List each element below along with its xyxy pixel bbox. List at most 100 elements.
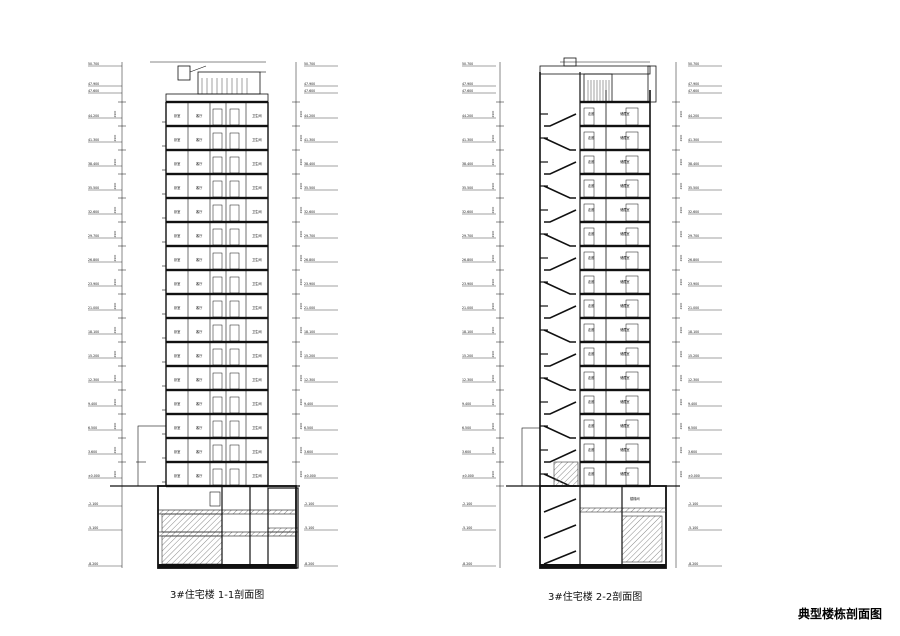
section2-right-elev-label: -8.200 xyxy=(688,562,698,566)
section2-stair-flight xyxy=(544,305,577,319)
section2-door xyxy=(583,227,595,246)
section2-door xyxy=(583,299,595,318)
section1-right-elev-label: 3.600 xyxy=(304,450,313,454)
section1-right-elev-label: 47.600 xyxy=(304,89,315,93)
section2-right-elev-label: -2.100 xyxy=(688,502,698,506)
section1-room-label: 客厅 xyxy=(196,185,203,190)
section2-roof-parapet xyxy=(539,65,651,75)
section2-left-dim-text: 2900 xyxy=(491,326,495,333)
section1-door xyxy=(229,444,240,462)
section2-left-elev-label: 21.000 xyxy=(462,306,473,310)
section2-stair-flight xyxy=(543,377,576,391)
section2-left-elev-label: 38.400 xyxy=(462,162,473,166)
section1-door xyxy=(229,420,240,438)
section2-left-dim-text: 2900 xyxy=(491,350,495,357)
section1-right-dim-text: 2900 xyxy=(299,182,303,189)
section2-room-label: 储藏室 xyxy=(620,471,630,476)
section1-room-label: 卫生间 xyxy=(252,401,262,406)
section1-door xyxy=(212,324,223,342)
section2-room-label: 走廊 xyxy=(588,303,595,308)
section1-left-elev-label: 6.500 xyxy=(88,426,97,430)
section2-door xyxy=(583,155,595,174)
section2-stair-flight xyxy=(543,233,576,247)
section1-room-label: 客厅 xyxy=(196,305,203,310)
section1-right-dim-text: 2900 xyxy=(299,422,303,429)
section2-room-label: 储藏室 xyxy=(620,135,630,140)
section2-right-elev-label: ±0.000 xyxy=(688,474,700,478)
section1-right-elev-label: 6.500 xyxy=(304,426,313,430)
section1-left-dim-text: 2900 xyxy=(113,350,117,357)
section1-room-label: 客厅 xyxy=(196,449,203,454)
section2-room-label: 储藏室 xyxy=(620,231,630,236)
section2-door xyxy=(625,299,639,318)
section1-room-label: 客厅 xyxy=(196,281,203,286)
section1-left-elev-label: 32.600 xyxy=(88,210,99,214)
section1-room-label: 卫生间 xyxy=(252,161,262,166)
section1-door xyxy=(229,180,240,198)
section1-right-elev-label: 9.400 xyxy=(304,402,313,406)
section1-right-elev-label: 15.200 xyxy=(304,354,315,358)
section1-floor-slab xyxy=(166,316,268,320)
section2-door xyxy=(625,443,639,462)
section1-door xyxy=(212,132,223,150)
section2-door xyxy=(583,347,595,366)
section1-door xyxy=(212,468,223,486)
section2-left-dim-text: 2900 xyxy=(491,278,495,285)
section2-door xyxy=(583,419,595,438)
section1-left-dim-text: 2900 xyxy=(113,374,117,381)
section2-room-label: 储藏室 xyxy=(620,111,630,116)
section2-floor-slab xyxy=(580,340,650,344)
section2-room-label: 储藏室 xyxy=(620,423,630,428)
section1-room-label: 卧室 xyxy=(174,161,180,166)
section1-left-elev-label: 3.600 xyxy=(88,450,97,454)
section2-basement-stair xyxy=(543,550,577,565)
section1-room-label: 卫生间 xyxy=(252,329,262,334)
section1-room-label: 卧室 xyxy=(174,353,180,358)
section2-room-label: 走廊 xyxy=(588,135,595,140)
section1-room-label: 卧室 xyxy=(174,377,180,382)
section1-left-dim-text: 2900 xyxy=(113,278,117,285)
section2-door xyxy=(583,371,595,390)
section2-door xyxy=(625,179,639,198)
section2-basement-room xyxy=(621,515,663,563)
section2-stair-flight xyxy=(543,185,576,199)
section2-right-dim-text: 2900 xyxy=(679,470,683,477)
section1-right-dim-text: 2900 xyxy=(299,206,303,213)
section2-door xyxy=(583,275,595,294)
section1-floor-slab xyxy=(166,460,268,464)
section2-left-elev-label: 41.300 xyxy=(462,138,473,142)
section1-left-elev-label: 12.300 xyxy=(88,378,99,382)
section1-left-elev-label: -5.100 xyxy=(88,526,98,530)
section2-door xyxy=(583,467,595,486)
section2-right-elev-label: 29.700 xyxy=(688,234,699,238)
section2-room-label: 储藏室 xyxy=(620,279,630,284)
caption-section-2-2: 3#住宅楼 2-2剖面图 xyxy=(548,592,643,603)
section1-left-dim-text: 2900 xyxy=(113,422,117,429)
section2-stair-flight xyxy=(543,137,576,151)
section1-room-label: 客厅 xyxy=(196,257,203,262)
section1-left-elev-label: 50.700 xyxy=(88,62,99,66)
section2-stair-flight xyxy=(544,257,577,271)
section1-water-tank xyxy=(177,65,191,81)
section1-room-label: 客厅 xyxy=(196,377,203,382)
section1-floor-slab xyxy=(166,148,268,152)
section2-room-label: 走廊 xyxy=(588,279,595,284)
section1-right-elev-label: 12.300 xyxy=(304,378,315,382)
section1-room-label: 卫生间 xyxy=(252,137,262,142)
section1-room-label: 卧室 xyxy=(174,401,180,406)
section2-right-elev-label: 35.500 xyxy=(688,186,699,190)
section2-basement-slab xyxy=(579,507,667,513)
section2-right-dim-text: 2900 xyxy=(679,398,683,405)
section2-right-dim-text: 2900 xyxy=(679,230,683,237)
section1-door xyxy=(229,228,240,246)
section2-door xyxy=(583,251,595,270)
section2-stair-flight xyxy=(544,161,577,175)
section2-room-label: 走廊 xyxy=(588,423,595,428)
section2-room-label: 走廊 xyxy=(588,183,595,188)
section2-room-label: 储藏室 xyxy=(620,207,630,212)
section2-floor-slab xyxy=(580,316,650,320)
section1-floor-slab xyxy=(166,196,268,200)
section1-room-label: 卧室 xyxy=(174,185,180,190)
section2-right-elev-label: 21.000 xyxy=(688,306,699,310)
section1-room-label: 卧室 xyxy=(174,473,180,478)
